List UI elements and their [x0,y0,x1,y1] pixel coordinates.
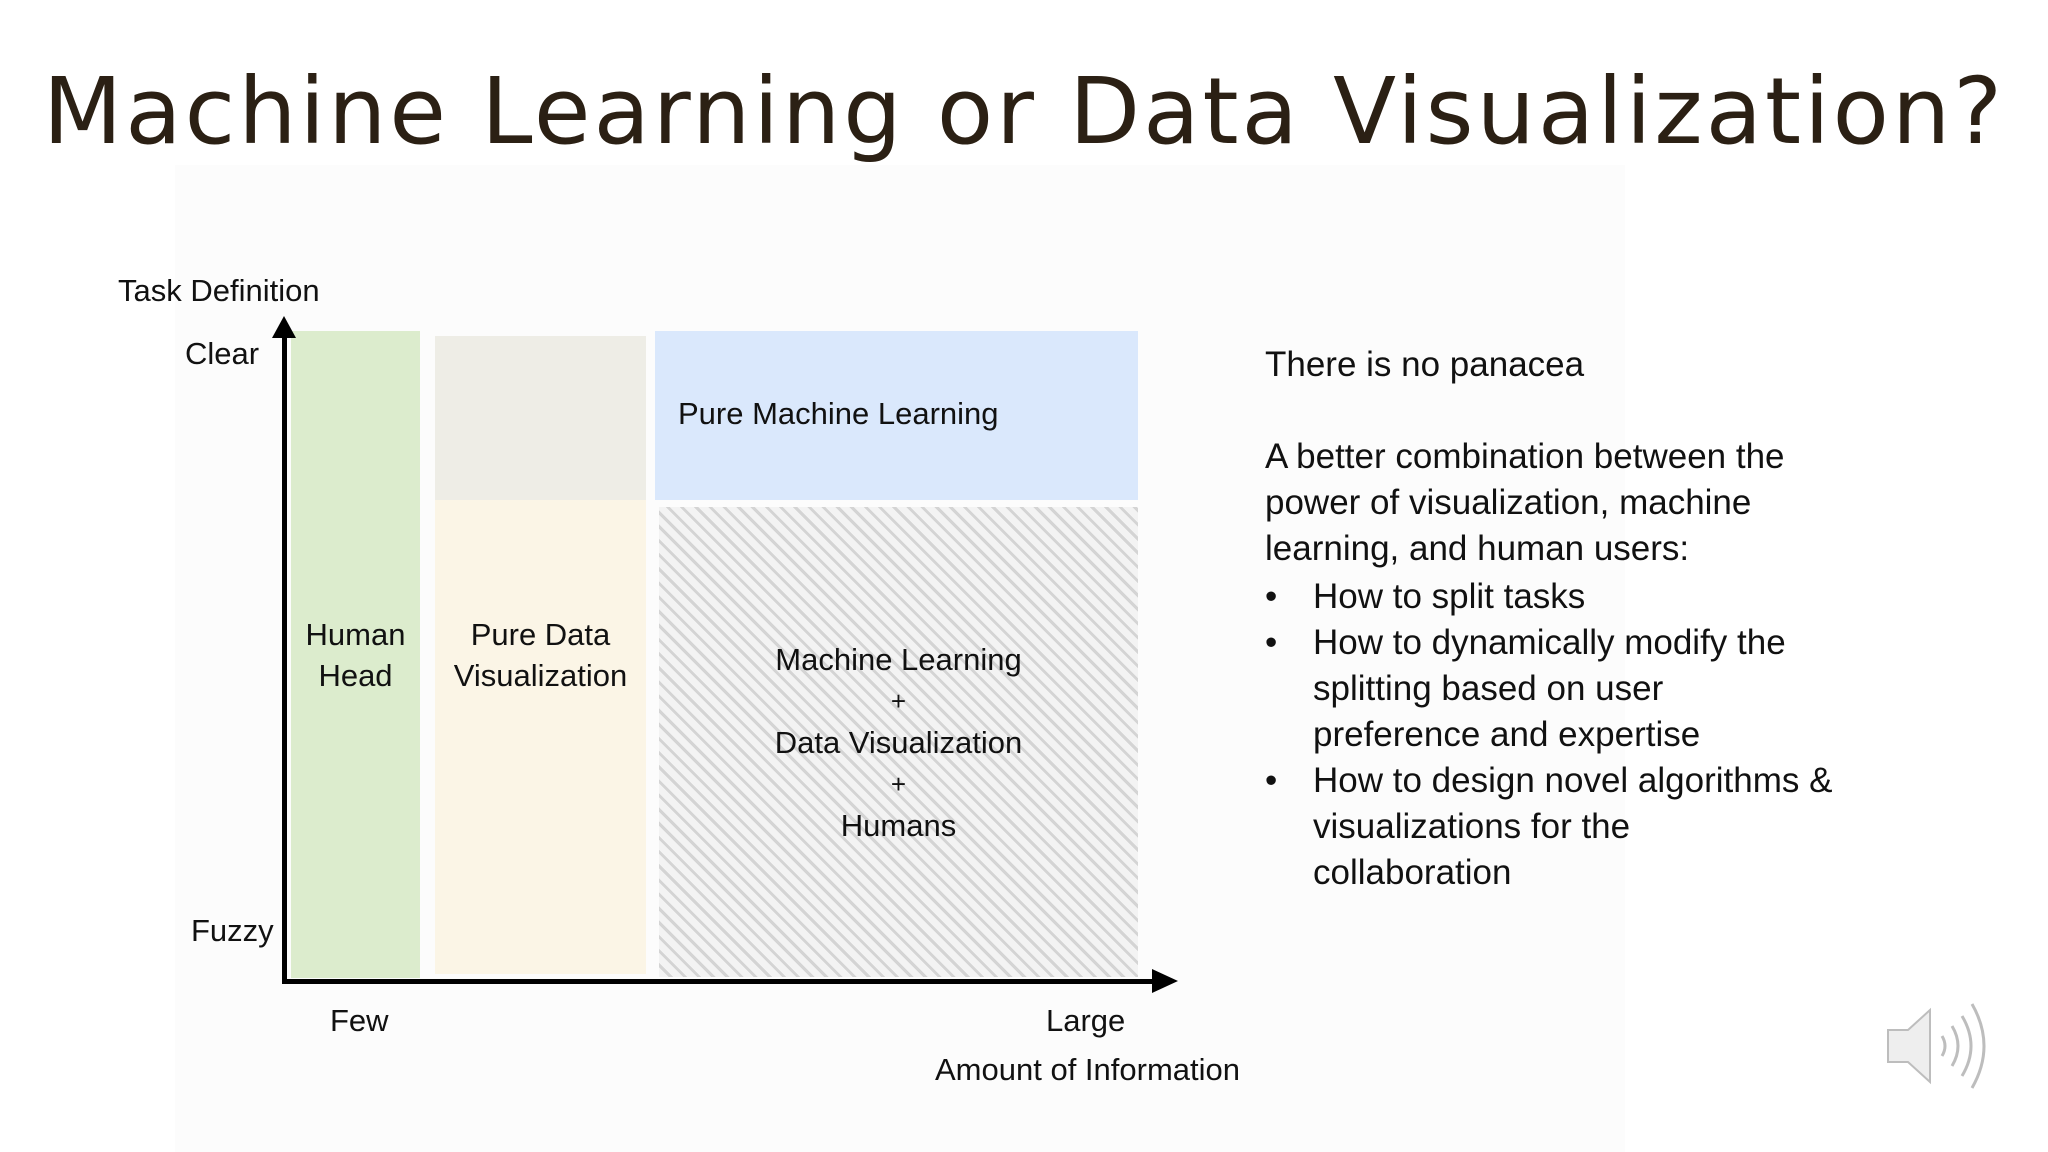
region-combined-line1: Machine Learning [775,641,1022,677]
y-axis [282,330,287,984]
region-human-head: Human Head [291,331,420,978]
region-pure-dv-top [435,336,646,500]
notes-intro: A better combination between the power o… [1265,434,1785,572]
bullet-text-line: splitting based on user [1313,669,1664,708]
region-pure-ml: Pure Machine Learning [655,331,1138,500]
notes-intro-line: A better combination between the [1265,437,1785,476]
region-pure-dv [435,500,646,974]
notes-intro-line: learning, and human users: [1265,529,1690,568]
notes-headline: There is no panacea [1265,345,1585,384]
y-top-label: Clear [185,336,260,371]
region-combined-line5: Humans [840,807,957,843]
bullet-text-line: How to dynamically modify the [1313,623,1786,662]
region-human-head-line1: Human [305,616,406,652]
speaker-icon[interactable] [1880,996,2000,1096]
bullet-item: • How to design novel algorithms & visua… [1265,758,1893,896]
bullet-text-line: How to split tasks [1313,577,1586,616]
notes-intro-line: power of visualization, machine [1265,483,1752,522]
region-human-head-line2: Head [318,657,393,693]
notes-bullet-list: • How to split tasks • How to dynamicall… [1265,574,1893,896]
region-pure-ml-label: Pure Machine Learning [678,396,999,431]
region-combined: Machine Learning + Data Visualization + … [659,507,1138,977]
region-pure-dv-line1: Pure Data [470,617,611,652]
x-axis [282,979,1152,984]
region-pure-dv-line2: Visualization [453,658,628,693]
bullet-dot: • [1265,623,1278,662]
bullet-text-line: visualizations for the [1313,807,1631,846]
bullet-text-line: preference and expertise [1313,715,1701,754]
bullet-item: • How to split tasks [1265,574,1893,620]
y-bottom-label: Fuzzy [191,913,274,948]
y-axis-label: Task Definition [118,273,320,308]
x-axis-arrow [1152,969,1178,993]
x-left-label: Few [330,1003,389,1038]
region-combined-line3: Data Visualization [774,724,1023,760]
y-axis-arrow [272,316,296,338]
slide-title: Machine Learning or Data Visualization? [42,58,2006,165]
bullet-item: • How to dynamically modify the splittin… [1265,620,1893,758]
bullet-text-line: collaboration [1313,853,1512,892]
x-axis-label: Amount of Information [935,1052,1240,1087]
bullet-text-line: How to design novel algorithms & [1313,761,1833,800]
x-right-label: Large [1046,1003,1126,1038]
region-combined-line2: + [890,685,907,716]
region-combined-line4: + [890,768,907,799]
bullet-dot: • [1265,577,1278,616]
region-pure-dv-text: Pure Data Visualization [435,336,646,974]
bullet-dot: • [1265,761,1278,800]
